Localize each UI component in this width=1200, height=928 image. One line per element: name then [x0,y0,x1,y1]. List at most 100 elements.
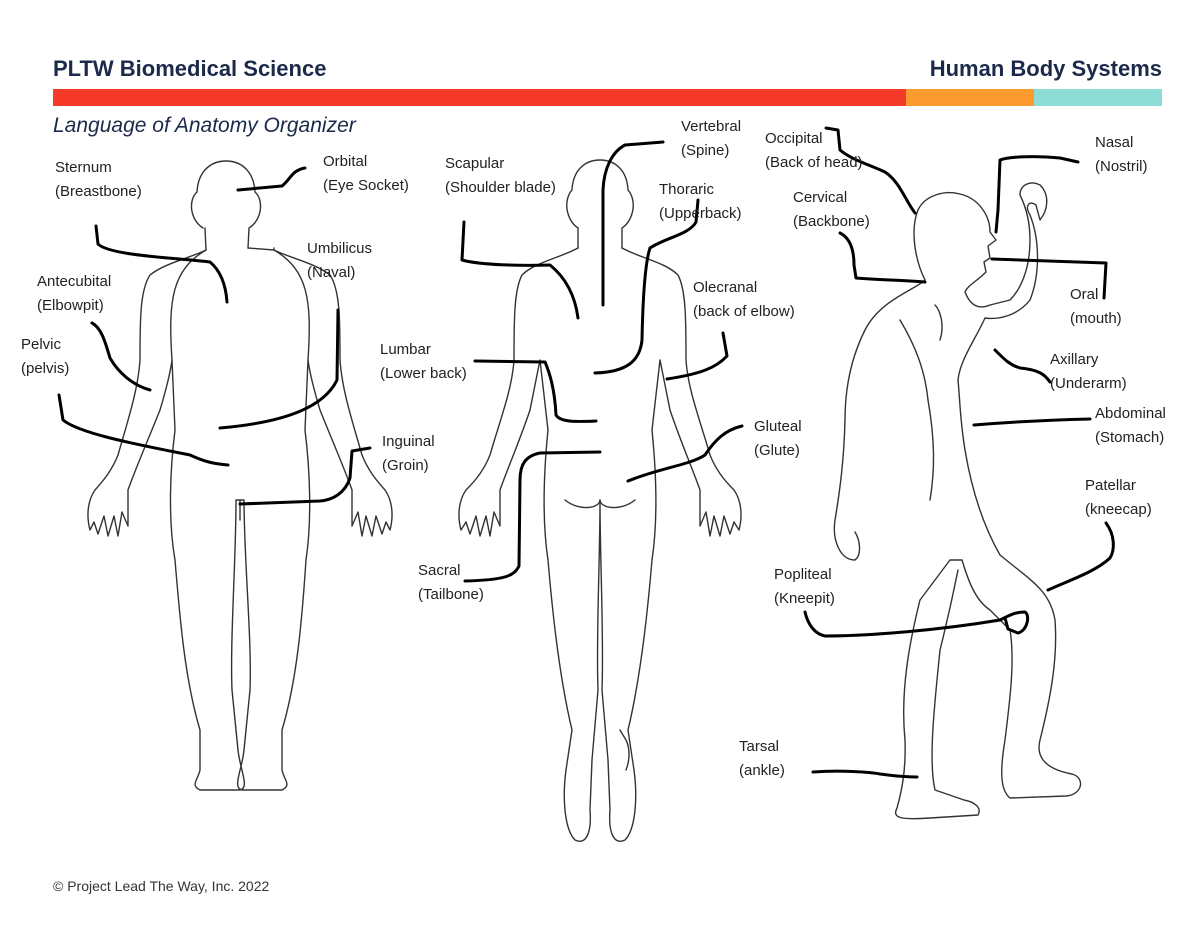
label-orbital: Orbital (Eye Socket) [323,150,409,198]
anterior-body [87,160,393,791]
leader-sternum [94,224,229,304]
label-inguinal-meaning: (Groin) [382,457,429,474]
label-antecubital-meaning: (Elbowpit) [37,297,104,314]
label-thoraric-meaning: (Upperback) [659,205,742,222]
label-vertebral-meaning: (Spine) [681,142,730,159]
leader-inguinal [238,446,372,506]
label-patellar: Patellar (kneecap) [1085,474,1152,522]
leader-umbilicus [218,308,340,430]
leader-occipital [824,126,917,215]
label-sternum: Sternum (Breastbone) [55,156,142,204]
label-patellar-term: Patellar [1085,477,1136,494]
label-umbilicus-meaning: (Naval) [307,264,356,281]
header-right-title: Human Body Systems [929,56,1162,81]
label-umbilicus: Umbilicus (Naval) [307,237,372,285]
label-gluteal: Gluteal (Glute) [754,415,802,463]
leader-nasal [994,155,1080,234]
leader-axillary [993,348,1052,384]
lateral-body [833,182,1082,820]
posterior-body [458,159,742,842]
label-orbital-meaning: (Eye Socket) [323,177,409,194]
header-left-title: PLTW Biomedical Science [53,56,327,81]
label-vertebral-term: Vertebral [681,118,742,135]
label-pelvic-term: Pelvic [21,336,62,353]
label-scapular-term: Scapular [445,155,505,172]
leader-oral [990,257,1108,300]
leader-thoraric [593,198,700,375]
label-lumbar-term: Lumbar [380,341,431,358]
leader-cervical [838,231,927,284]
label-abdominal: Abdominal (Stomach) [1095,402,1166,450]
label-nasal-term: Nasal [1095,134,1134,151]
label-inguinal-term: Inguinal [382,433,435,450]
leader-vertebral [601,140,665,307]
label-vertebral: Vertebral (Spine) [681,115,741,163]
label-oral-meaning: (mouth) [1070,310,1122,327]
leader-olecranal [665,331,729,381]
label-antecubital: Antecubital (Elbowpit) [37,270,111,318]
label-cervical: Cervical (Backbone) [793,186,870,234]
label-sacral-term: Sacral [418,562,461,579]
label-oral: Oral (mouth) [1070,283,1122,331]
label-occipital-term: Occipital [765,130,823,147]
label-oral-term: Oral [1070,286,1099,303]
leader-scapular [460,220,580,320]
header-bar-teal [1034,89,1162,106]
label-nasal: Nasal (Nostril) [1095,131,1148,179]
label-popliteal-term: Popliteal [774,566,832,583]
label-sacral: Sacral (Tailbone) [418,559,484,607]
label-tarsal: Tarsal (ankle) [739,735,785,783]
leader-patellar [1046,521,1115,592]
label-cervical-meaning: (Backbone) [793,213,870,230]
label-umbilicus-term: Umbilicus [307,240,373,257]
leader-antecubital [90,321,152,392]
label-olecranal-meaning: (back of elbow) [693,303,795,320]
label-antecubital-term: Antecubital [37,273,112,290]
label-abdominal-term: Abdominal [1095,405,1166,422]
label-olecranal: Olecranal (back of elbow) [693,276,795,324]
label-popliteal-meaning: (Kneepit) [774,590,835,607]
leader-abdominal [972,417,1092,427]
header-bar-orange [906,89,1034,106]
label-axillary: Axillary (Underarm) [1050,348,1127,396]
label-occipital: Occipital (Back of head) [765,127,863,175]
label-gluteal-meaning: (Glute) [754,442,800,459]
label-orbital-term: Orbital [323,153,368,170]
label-popliteal: Popliteal (Kneepit) [774,563,835,611]
label-gluteal-term: Gluteal [754,418,802,435]
label-thoraric-term: Thoraric [659,181,715,198]
leader-sacral [463,450,602,583]
leader-popliteal [803,610,1030,638]
label-axillary-term: Axillary [1050,351,1099,368]
label-sternum-meaning: (Breastbone) [55,183,142,200]
label-inguinal: Inguinal (Groin) [382,430,435,478]
label-scapular-meaning: (Shoulder blade) [445,179,556,196]
label-thoraric: Thoraric (Upperback) [659,178,742,226]
label-pelvic-meaning: (pelvis) [21,360,70,377]
leader-lines [57,126,1115,779]
label-sacral-meaning: (Tailbone) [418,586,484,603]
label-cervical-term: Cervical [793,189,848,206]
label-tarsal-term: Tarsal [739,738,780,755]
copyright-footer: © Project Lead The Way, Inc. 2022 [53,878,270,894]
label-occipital-meaning: (Back of head) [765,154,863,171]
label-abdominal-meaning: (Stomach) [1095,429,1165,446]
label-tarsal-meaning: (ankle) [739,762,785,779]
leader-orbital [236,166,307,192]
header-bar-red [53,89,906,106]
label-lumbar-meaning: (Lower back) [380,365,467,382]
label-axillary-meaning: (Underarm) [1050,375,1127,392]
label-patellar-meaning: (kneecap) [1085,501,1152,518]
label-olecranal-term: Olecranal [693,279,758,296]
label-sternum-term: Sternum [55,159,112,176]
label-nasal-meaning: (Nostril) [1095,158,1148,175]
page-subtitle: Language of Anatomy Organizer [53,114,356,137]
leader-tarsal [811,769,919,779]
label-scapular: Scapular (Shoulder blade) [445,152,556,200]
label-lumbar: Lumbar (Lower back) [380,338,467,386]
leader-gluteal [626,424,744,483]
leader-pelvic [57,393,230,467]
leader-lumbar [473,359,598,423]
label-pelvic: Pelvic (pelvis) [21,333,69,381]
